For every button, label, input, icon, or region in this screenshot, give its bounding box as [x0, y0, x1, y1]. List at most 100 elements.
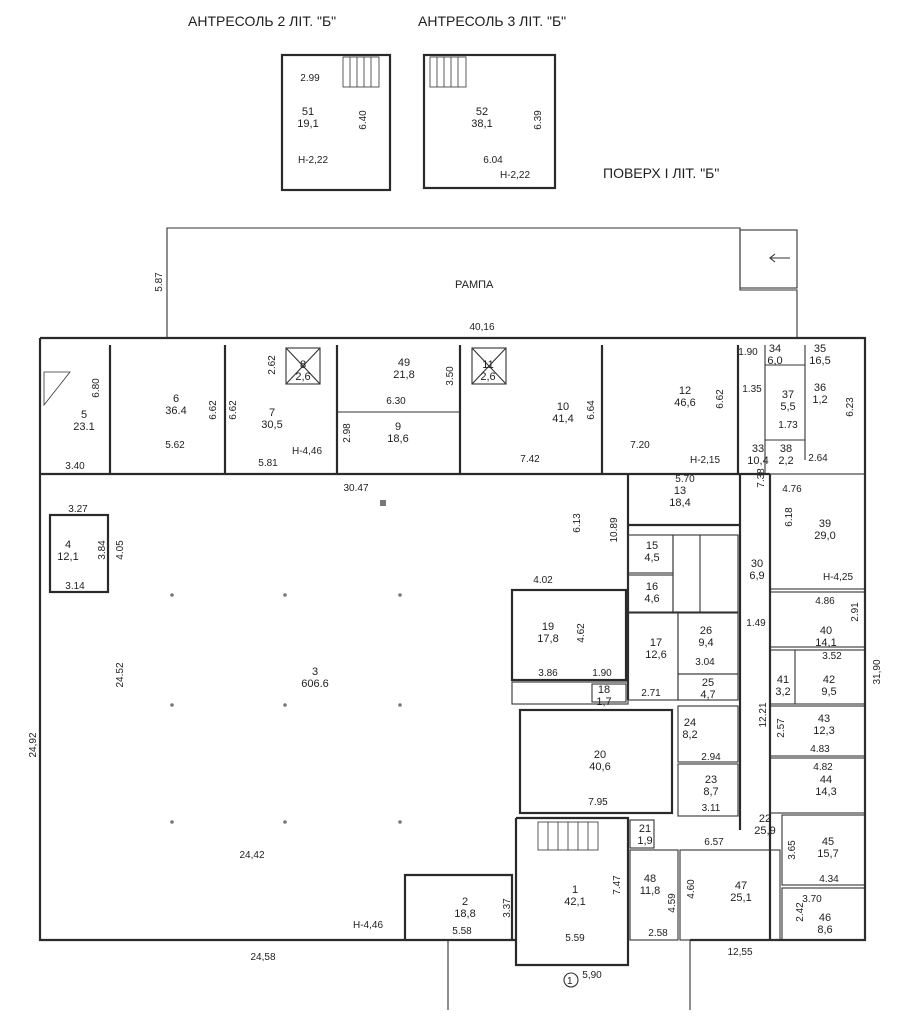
room-33-area: 10,4: [747, 455, 768, 467]
dimension-label: 3.04: [695, 657, 715, 668]
dimension-label: 6.04: [483, 155, 503, 166]
room-10-area: 41,4: [552, 413, 573, 425]
room-12-number: 12: [679, 385, 691, 397]
room-48-number: 48: [644, 873, 656, 885]
room-5-number: 5: [81, 409, 87, 421]
room-23-number: 23: [705, 774, 717, 786]
dimension-label: 1.35: [742, 384, 762, 395]
dimension-label: 3.70: [802, 894, 822, 905]
dimension-label: 7.42: [520, 454, 540, 465]
mezzanine-3-outline: [422, 53, 557, 190]
room-26-number: 26: [700, 625, 712, 637]
dimension-label: 24,42: [239, 850, 264, 861]
dimension-label: 6.64: [586, 400, 597, 420]
room-24-number: 24: [684, 717, 696, 729]
room-25-number: 25: [702, 677, 714, 689]
room-16-number: 16: [646, 581, 658, 593]
dimension-label: 3.14: [65, 581, 85, 592]
room-37-area: 5,5: [780, 401, 795, 413]
dimension-label: 2.71: [641, 688, 661, 699]
dimension-label: 30.47: [343, 483, 368, 494]
room-11-area: 2,6: [480, 371, 495, 383]
room-41-area: 3,2: [775, 686, 790, 698]
dimension-label: 6.62: [228, 400, 239, 420]
height-label: Н-2,15: [690, 455, 720, 466]
dimension-label: 4.83: [810, 744, 830, 755]
room-5-area: 23.1: [73, 421, 94, 433]
dimension-label: 4.86: [815, 596, 835, 607]
dimension-label: 1.73: [778, 420, 798, 431]
room-30-number: 30: [751, 558, 763, 570]
dimension-label: 5,90: [582, 970, 602, 981]
height-label: Н-2,22: [298, 155, 328, 166]
dimension-label: 2.58: [648, 928, 668, 939]
dimension-label: 6.80: [91, 378, 102, 398]
dimension-label: 3.27: [68, 504, 88, 515]
room-38-area: 2,2: [778, 455, 793, 467]
room-36-number: 36: [814, 382, 826, 394]
bottom-rooms-walls: [403, 816, 781, 1010]
dimension-label: 2.57: [776, 718, 787, 738]
right-column-walls: [768, 473, 866, 941]
dimension-label: 5.62: [165, 440, 185, 451]
room-4-outline: [48, 513, 110, 594]
room-40-number: 40: [820, 625, 832, 637]
ramp-label: РАМПА: [455, 279, 494, 291]
dimension-label: 7.95: [588, 797, 608, 808]
room-37-number: 37: [782, 389, 794, 401]
room-49-area: 21,8: [393, 369, 414, 381]
room-33-number: 33: [752, 443, 764, 455]
structural-columns: [170, 500, 402, 824]
dimension-label: 7.47: [612, 875, 623, 895]
top-row-walls: [108, 345, 806, 474]
dimension-label: 4.82: [813, 762, 833, 773]
height-label: Н-2,22: [500, 170, 530, 181]
room-43-area: 12,3: [813, 725, 834, 737]
room-44-number: 44: [820, 774, 832, 786]
room-36-area: 1,2: [812, 394, 827, 406]
header-mezzanine-3: АНТРЕСОЛЬ 3 ЛІТ. "Б": [418, 13, 566, 29]
dimension-label: 4.59: [667, 893, 678, 913]
dimension-label: 4.62: [576, 623, 587, 643]
room-51-area: 19,1: [297, 118, 318, 130]
dimension-label: 2.62: [267, 355, 278, 375]
room-13-area: 18,4: [669, 497, 690, 509]
room-21-number: 21: [639, 823, 651, 835]
header-floor-1: ПОВЕРХ І ЛІТ. "Б": [603, 165, 719, 181]
room-26-area: 9,4: [698, 637, 713, 649]
room-34-number: 34: [769, 343, 781, 355]
room-20-number: 20: [594, 749, 606, 761]
height-labels: Н-2,22Н-2,22Н-4,46Н-2,15Н-4,25Н-4,46: [292, 155, 853, 931]
dimension-label: 6.23: [845, 397, 856, 417]
room-34-area: 6,0: [767, 355, 782, 367]
height-label: Н-4,46: [292, 446, 322, 457]
dimension-label: 6.62: [208, 400, 219, 420]
dimension-label: 3.50: [445, 366, 456, 386]
room-45-area: 15,7: [817, 848, 838, 860]
room-22-number: 22: [759, 813, 771, 825]
room-52-area: 38,1: [471, 118, 492, 130]
room-46-number: 46: [819, 912, 831, 924]
dimension-label: 24.52: [115, 662, 126, 687]
room-39-area: 29,0: [814, 530, 835, 542]
dimension-label: 24,58: [250, 952, 275, 963]
height-label: Н-4,46: [353, 920, 383, 931]
dimension-label: 5.81: [258, 458, 278, 469]
room-43-number: 43: [818, 713, 830, 725]
dimension-label: 4.60: [686, 879, 697, 899]
room-3-area: 606.6: [301, 678, 329, 690]
room-15-number: 15: [646, 540, 658, 552]
dimension-label: 6.39: [533, 110, 544, 130]
room-39-number: 39: [819, 518, 831, 530]
dimension-label: 5.58: [452, 926, 472, 937]
dimension-label: 4.34: [819, 874, 839, 885]
dimension-label: 7.38: [756, 468, 767, 488]
dimension-label: 24,92: [28, 732, 39, 757]
room-51-number: 51: [302, 106, 314, 118]
dimension-label: 6.18: [784, 507, 795, 527]
dimension-label: 6.62: [715, 389, 726, 409]
dimension-label: 3.52: [822, 651, 842, 662]
